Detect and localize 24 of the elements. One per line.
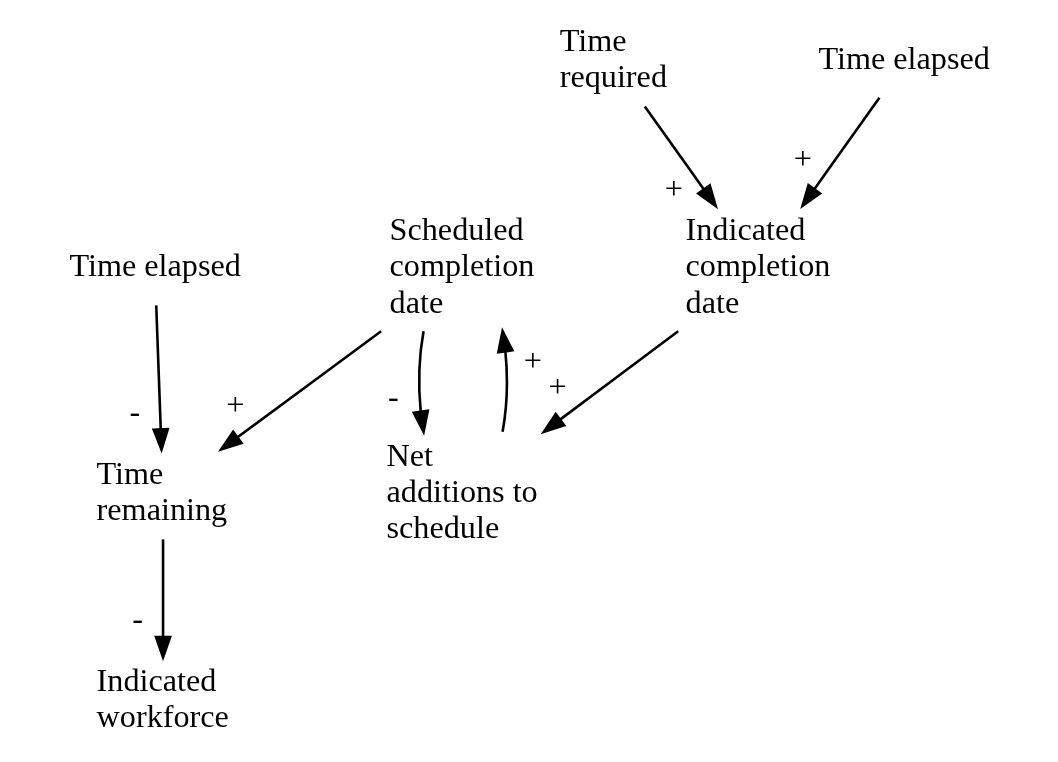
- arrow: [799, 96, 880, 209]
- arrow: [496, 326, 514, 432]
- edge-label: +: [548, 367, 567, 404]
- arrow: [151, 304, 170, 453]
- edge-label: +: [523, 341, 542, 378]
- arrow: [540, 329, 679, 434]
- edge-label: +: [664, 169, 683, 206]
- arrow: [411, 330, 429, 436]
- arrow: [217, 329, 382, 452]
- node-text: Time elapsed: [68, 246, 241, 283]
- node-text: Time elapsed: [817, 39, 990, 76]
- edge-label: +: [793, 139, 812, 176]
- edge-label: -: [387, 377, 399, 414]
- node-text: Time remaining: [96, 454, 227, 527]
- node-text: Time required: [559, 21, 667, 94]
- node-text: Scheduled completion date: [389, 210, 534, 320]
- node-text: Indicated completion date: [685, 210, 830, 320]
- edge-label: +: [225, 385, 244, 422]
- arrow: [153, 538, 172, 661]
- arrow: [643, 105, 718, 209]
- edge-label: -: [128, 392, 140, 429]
- node-text: Net additions to schedule: [386, 436, 538, 545]
- edge-label: -: [131, 599, 143, 636]
- node-text: Indicated workforce: [96, 661, 229, 734]
